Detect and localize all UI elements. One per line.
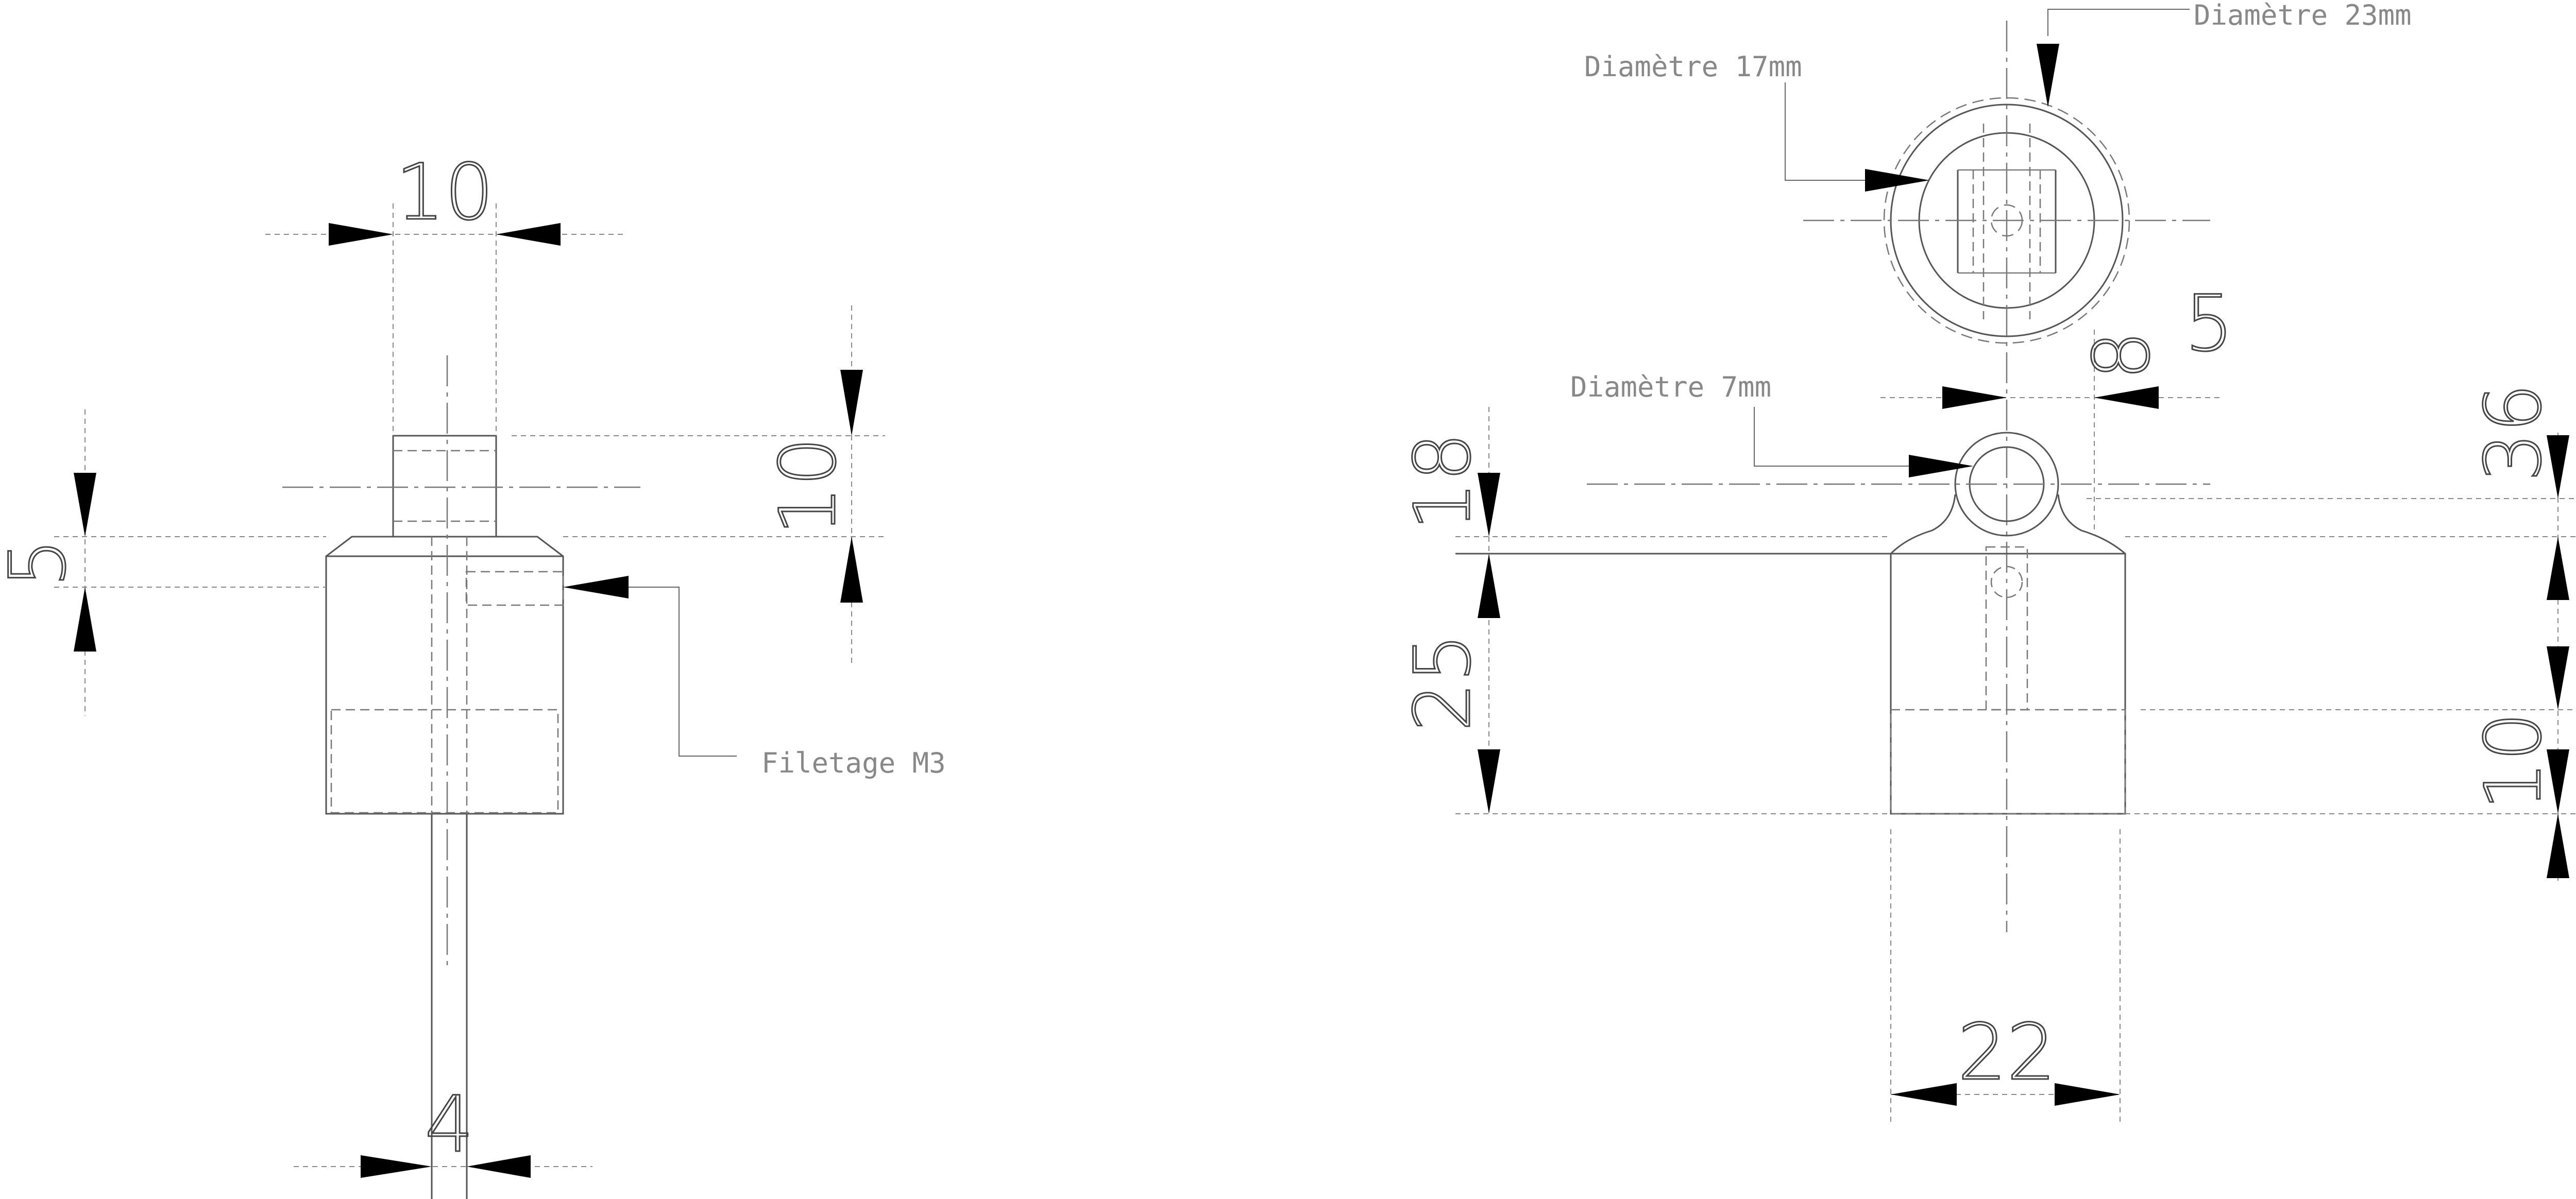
arrow xyxy=(840,537,863,603)
right-hidden-hole xyxy=(1990,566,2023,598)
arrow xyxy=(2547,814,2569,878)
arrow xyxy=(361,1155,432,1178)
leader-line xyxy=(2047,9,2190,36)
arrow xyxy=(2547,435,2569,499)
right-body xyxy=(1890,553,2126,815)
note-thread: Filetage M3 xyxy=(761,747,946,779)
arrow xyxy=(74,587,96,652)
arrow xyxy=(2094,386,2159,409)
dim-top-width: 10 xyxy=(396,148,494,237)
eye-right-flank xyxy=(2057,494,2126,555)
eye-outer xyxy=(1954,432,2059,537)
arrow xyxy=(840,370,863,436)
arrow xyxy=(2055,1083,2120,1106)
dim-top-height: 10 xyxy=(764,437,853,536)
leader-line xyxy=(629,587,737,757)
arrow xyxy=(1891,1083,1957,1106)
dim-shaft: 4 xyxy=(425,1080,473,1170)
eye-left-flank xyxy=(1890,494,1956,555)
arrow xyxy=(1909,455,1973,477)
note-inner-diameter: Diamètre 17mm xyxy=(1584,50,1802,83)
left-chamfer xyxy=(326,536,564,557)
arrow xyxy=(496,223,561,246)
right-hidden-bore xyxy=(1985,546,2028,711)
right-view: Diamètre 23mm Diamètre 17mm Diamètre 7mm… xyxy=(1398,0,2576,1125)
arrow xyxy=(467,1155,531,1178)
dim-offset-a: 8 xyxy=(2077,331,2167,380)
arrow xyxy=(329,223,393,246)
arrow xyxy=(2547,537,2569,600)
left-body xyxy=(325,555,564,815)
arrow xyxy=(74,473,96,537)
arrow xyxy=(1942,386,2007,409)
right-hidden-pocket xyxy=(1890,709,2126,815)
arrow xyxy=(2547,749,2569,814)
arrow xyxy=(1865,169,1929,192)
arrow xyxy=(2037,44,2059,107)
dim-right-bottom: 10 xyxy=(2469,712,2558,811)
left-thread-hole xyxy=(465,571,564,606)
arrow xyxy=(563,576,629,598)
arrow xyxy=(1478,749,1500,814)
note-outer-diameter: Diamètre 23mm xyxy=(2194,0,2412,31)
left-view: 10 10 5 4 Filetage M3 xyxy=(0,147,946,1199)
arrow xyxy=(1478,473,1500,537)
dim-offset-b: 5 xyxy=(2184,279,2233,369)
dim-height-top: 18 xyxy=(1398,433,1488,531)
arrow xyxy=(2547,646,2569,710)
left-hidden-pocket xyxy=(330,709,559,814)
leader-line xyxy=(1754,407,1911,467)
leader-line xyxy=(1785,82,1868,181)
dim-right-top: 36 xyxy=(2469,384,2558,482)
arrow xyxy=(1478,554,1500,618)
note-hole-diameter: Diamètre 7mm xyxy=(1570,371,1771,403)
outer-hidden-circle xyxy=(1883,97,2130,344)
dim-step: 5 xyxy=(0,538,83,587)
dim-height-body: 25 xyxy=(1398,633,1488,732)
dim-width: 22 xyxy=(1958,1008,2056,1098)
